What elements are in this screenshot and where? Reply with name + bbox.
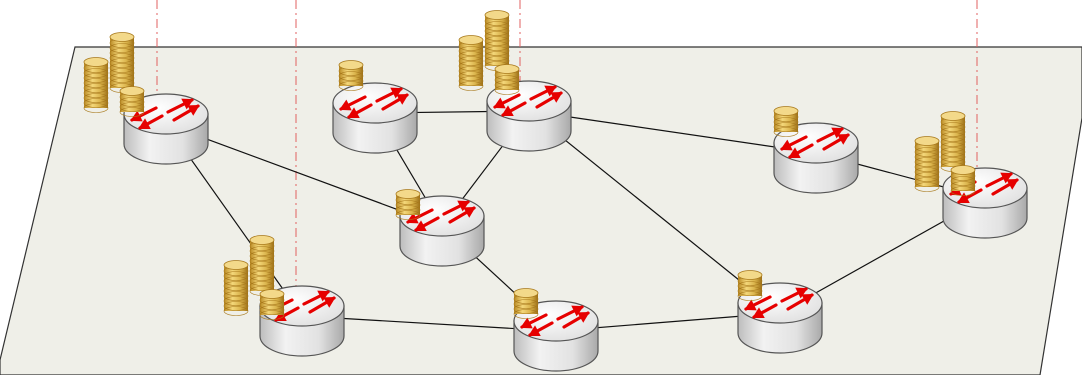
coin-stack-icon bbox=[914, 111, 976, 196]
router-node-r5 bbox=[914, 111, 1028, 239]
router-icon bbox=[332, 82, 418, 154]
coin-stack-column bbox=[223, 260, 249, 316]
coin-stack-icon bbox=[513, 288, 539, 319]
coin-stack-icon bbox=[223, 235, 285, 320]
coin-stack-column bbox=[119, 86, 145, 117]
router-node-r6 bbox=[395, 189, 485, 267]
coin-stack-column bbox=[494, 64, 520, 95]
coin-stack-column bbox=[940, 111, 966, 172]
router-node-r8 bbox=[513, 288, 599, 372]
router-node-r3 bbox=[458, 10, 572, 152]
coin-stack-column bbox=[259, 289, 285, 320]
coin-stack-column bbox=[737, 270, 763, 301]
coin-stack-column bbox=[773, 106, 799, 137]
coin-stack-icon bbox=[83, 32, 145, 117]
router-icon bbox=[773, 122, 859, 194]
coin-stack-column bbox=[513, 288, 539, 319]
router-nodes bbox=[83, 10, 1028, 372]
coin-stack-column bbox=[395, 189, 421, 220]
router-icon bbox=[123, 93, 209, 165]
coin-stack-column bbox=[458, 35, 484, 91]
coin-stack-column bbox=[83, 57, 109, 113]
coin-stack-column bbox=[484, 10, 510, 71]
coin-stack-column bbox=[249, 235, 275, 296]
coin-stack-icon bbox=[773, 106, 799, 137]
router-node-r2 bbox=[332, 60, 418, 154]
router-icon bbox=[486, 80, 572, 152]
vertical-guides bbox=[156, 0, 978, 294]
coin-stack-icon bbox=[737, 270, 763, 301]
link-r3-r4 bbox=[528, 110, 817, 154]
coin-stack-column bbox=[338, 60, 364, 91]
router-node-r4 bbox=[773, 106, 859, 194]
router-icon bbox=[399, 195, 485, 267]
coin-stack-column bbox=[914, 136, 940, 192]
coin-stack-icon bbox=[338, 60, 364, 91]
coin-stack-icon bbox=[458, 10, 520, 95]
coin-stack-column bbox=[109, 32, 135, 93]
coin-stack-icon bbox=[395, 189, 421, 220]
router-node-r9 bbox=[737, 270, 823, 354]
coin-stack-column bbox=[950, 165, 976, 196]
router-node-r7 bbox=[223, 235, 345, 357]
router-node-r1 bbox=[83, 32, 209, 165]
